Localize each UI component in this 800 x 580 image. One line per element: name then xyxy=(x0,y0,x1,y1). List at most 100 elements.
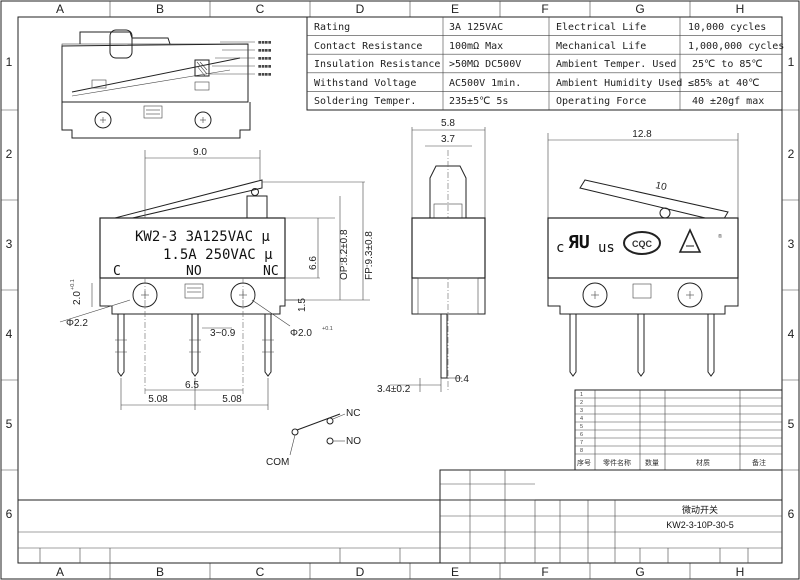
col-label-bottom: B xyxy=(156,565,164,579)
bom-header-qty: 数量 xyxy=(645,458,659,467)
part-number: KW2-3-10P-30-5 xyxy=(666,520,734,530)
col-label-top: D xyxy=(356,2,365,16)
svg-text:CQC: CQC xyxy=(632,239,653,249)
svg-text:®: ® xyxy=(718,233,722,240)
spec-value: 10,000 cycles xyxy=(688,22,766,33)
col-label-top: B xyxy=(156,2,164,16)
col-label-bottom: G xyxy=(635,565,644,579)
svg-text:8: 8 xyxy=(580,448,583,454)
dim-length-12-8: 12.8 xyxy=(632,129,652,140)
terminal-nc-label: NC xyxy=(263,264,279,279)
spec-label: Withstand Voltage xyxy=(314,78,416,89)
dim-width-3-7: 3.7 xyxy=(441,134,455,145)
spec-label: Soldering Temper. xyxy=(314,96,416,107)
section-view: ■■■■ ■■■■ ■■■■ ■■■■ ■■■■ xyxy=(61,29,271,139)
svg-text:5: 5 xyxy=(580,424,583,430)
spec-value: AC500V 1min. xyxy=(449,78,521,89)
dim-lever-10: 10 xyxy=(654,180,668,193)
spec-label: Insulation Resistance xyxy=(314,59,440,70)
spec-table: Rating 3A 125VAC Electrical Life 10,000 … xyxy=(306,16,784,111)
row-label-right: 2 xyxy=(788,147,795,161)
dim-width-5-8: 5.8 xyxy=(441,118,455,129)
cqc-mark-icon: CQC xyxy=(623,231,661,255)
schematic-nc-label: NC xyxy=(346,408,360,419)
col-label-bottom: D xyxy=(356,565,365,579)
spec-value: >50MΩ DC500V xyxy=(449,59,521,70)
col-label-top: G xyxy=(635,2,644,16)
column-markers: A B C D E F G H A B C D E F G H xyxy=(56,1,744,579)
dim-hole-right-tol: +0.1 xyxy=(322,326,333,332)
terminal-c-label: C xyxy=(113,264,121,279)
row-label-right: 3 xyxy=(788,237,795,251)
svg-text:■■■■: ■■■■ xyxy=(258,40,271,46)
svg-text:us: us xyxy=(598,240,615,256)
svg-text:1: 1 xyxy=(580,392,583,398)
row-markers: 1 2 3 4 5 6 1 2 3 4 5 6 xyxy=(1,55,799,521)
bom-header-no: 序号 xyxy=(577,458,591,467)
svg-text:7: 7 xyxy=(580,440,583,446)
spec-label: Ambient Humidity Used xyxy=(556,78,682,89)
spec-value: 40 ±20gf max xyxy=(692,96,764,107)
spec-label: Ambient Temper. Used xyxy=(556,59,676,70)
terminal-no-label: NO xyxy=(186,264,202,279)
schematic-com-label: COM xyxy=(266,457,289,468)
row-label-right: 4 xyxy=(788,327,795,341)
dim-op-height: OP:8.2±0.8 xyxy=(339,229,350,280)
bom-header-part: 零件名称 xyxy=(603,458,631,467)
row-label-right: 5 xyxy=(788,417,795,431)
row-label-left: 6 xyxy=(6,507,13,521)
ul-mark-icon: c ЯU us xyxy=(556,232,615,256)
svg-text:2: 2 xyxy=(580,400,583,406)
bom-header-remark: 备注 xyxy=(752,458,766,467)
row-label-left: 1 xyxy=(6,55,13,69)
row-label-left: 3 xyxy=(6,237,13,251)
dim-pin-position: 3.4±0.2 xyxy=(377,384,411,395)
dim-lever-length: 9.0 xyxy=(193,147,207,158)
tuv-triangle-icon xyxy=(678,228,702,253)
col-label-bottom: H xyxy=(736,565,745,579)
spec-value: 235±5℃ 5s xyxy=(449,96,508,107)
row-label-right: 6 xyxy=(788,507,795,521)
spec-value: 100mΩ Max xyxy=(449,41,503,52)
svg-text:3: 3 xyxy=(580,408,583,414)
dim-fp-height: FP:9.3±0.8 xyxy=(364,231,375,280)
schematic-no-label: NO xyxy=(346,436,361,447)
spec-value: 1,000,000 cycles xyxy=(688,41,784,52)
row-label-left: 5 xyxy=(6,417,13,431)
bom-header-material: 材质 xyxy=(696,458,710,467)
marking-line2: 1.5A 250VAC μ xyxy=(163,247,273,263)
title-block: 微动开关 KW2-3-10P-30-5 xyxy=(17,469,783,564)
spec-label: Operating Force xyxy=(556,96,646,107)
col-label-bottom: F xyxy=(541,565,548,579)
switch-schematic: NC NO COM xyxy=(266,408,361,468)
dim-pitch-left: 5.08 xyxy=(148,394,168,405)
dim-pitch-right: 5.08 xyxy=(222,394,242,405)
col-label-top: H xyxy=(736,2,745,16)
spec-value: 25℃ to 85℃ xyxy=(692,59,763,70)
dim-height-1-5: 1.5 xyxy=(297,298,308,312)
spec-value: ≤85% at 40℃ xyxy=(688,78,759,89)
svg-text:■■■■: ■■■■ xyxy=(258,56,271,62)
dim-pin-thickness: 0.4 xyxy=(455,374,469,385)
col-label-bottom: A xyxy=(56,565,64,579)
svg-text:■■■■: ■■■■ xyxy=(258,48,271,54)
row-label-left: 4 xyxy=(6,327,13,341)
svg-text:4: 4 xyxy=(580,416,583,422)
spec-label: Mechanical Life xyxy=(556,41,646,52)
row-label-right: 1 xyxy=(788,55,795,69)
col-label-top: C xyxy=(256,2,265,16)
dim-pin-height: 2.0 xyxy=(72,291,83,305)
col-label-bottom: C xyxy=(256,565,265,579)
row-label-left: 2 xyxy=(6,147,13,161)
spec-label: Contact Resistance xyxy=(314,41,422,52)
dim-pin-tol: +0.1 xyxy=(70,279,76,290)
front-view: KW2-3 3A125VAC μ 1.5A 250VAC μ C NO NC xyxy=(99,179,286,395)
spec-label: Rating xyxy=(314,22,350,33)
svg-text:6: 6 xyxy=(580,432,583,438)
rear-view: 12.8 10 c ЯU us CQC ® xyxy=(547,129,739,377)
dim-hole-right: Φ2.0 xyxy=(290,328,312,339)
dim-hole-left: Φ2.2 xyxy=(66,318,88,329)
front-dimensions: 9.0 6.6 OP:8.2±0.8 FP:9.3±0.8 2.0 +0.1 Φ… xyxy=(59,147,375,410)
svg-text:■■■■: ■■■■ xyxy=(258,64,271,70)
